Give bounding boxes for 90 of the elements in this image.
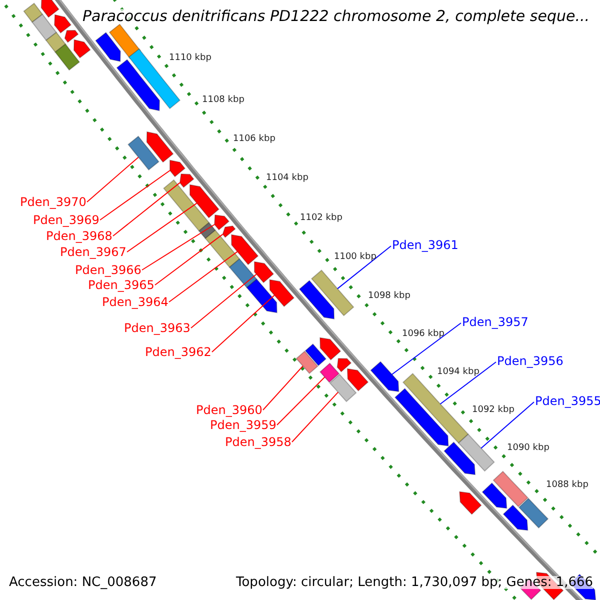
gene-label: Pden_3967 — [60, 246, 126, 258]
leader-line — [440, 362, 496, 404]
leader-line — [292, 392, 339, 442]
scale-label: 1104 kbp — [266, 174, 308, 182]
leader-line — [154, 234, 224, 286]
pointed-gene-block — [95, 32, 121, 62]
pointed-gene-block — [346, 368, 369, 392]
gene-block — [304, 343, 327, 366]
gene-label: Pden_3959 — [210, 419, 276, 431]
pointed-gene-block — [370, 361, 400, 392]
scale-label: 1110 kbp — [169, 54, 212, 62]
pointed-gene-block — [214, 214, 230, 230]
pointed-gene-block — [246, 278, 278, 314]
leader-line — [190, 274, 257, 328]
gene-label: Pden_3962 — [145, 346, 212, 358]
gene-label: Pden_3958 — [225, 436, 292, 448]
gene-block — [319, 362, 340, 383]
pointed-gene-block — [64, 30, 79, 43]
pointed-gene-block — [231, 234, 259, 266]
pointed-gene-block — [73, 39, 91, 58]
gene-block — [108, 24, 141, 60]
scale-label: 1094 kbp — [437, 368, 480, 376]
gene-block — [329, 374, 357, 402]
leader-line — [86, 156, 139, 202]
gene-label: Pden_3970 — [20, 196, 86, 208]
gene-block — [128, 136, 160, 171]
pointed-gene-block — [482, 482, 508, 509]
pointed-gene-block — [169, 160, 186, 178]
scale-label: 1090 kbp — [507, 444, 550, 452]
leader-line — [142, 224, 215, 270]
gene-block — [163, 179, 210, 232]
pointed-gene-block — [179, 173, 194, 188]
pointed-gene-block — [394, 388, 449, 446]
leader-line — [112, 182, 180, 236]
leader-line — [392, 322, 462, 375]
scale-label: 1100 kbp — [334, 252, 376, 262]
pointed-gene-block — [189, 184, 220, 218]
pointed-gene-block — [254, 261, 274, 284]
pointed-gene-block — [444, 442, 476, 476]
gene-block — [492, 470, 529, 508]
scale-label: 1092 kbp — [472, 406, 514, 414]
gene-label: Pden_3961 — [392, 239, 458, 251]
gene-label: Pden_3957 — [462, 316, 528, 328]
gene-block — [54, 43, 80, 71]
leader-line — [168, 251, 238, 302]
pointed-gene-block — [116, 59, 160, 112]
pointed-gene-block — [54, 14, 72, 34]
pointed-gene-block — [459, 491, 482, 515]
pointed-gene-block — [319, 337, 342, 360]
leader-line — [100, 170, 170, 220]
scale-label: 1096 kbp — [402, 330, 444, 338]
gene-block — [310, 270, 354, 316]
pointed-gene-block — [222, 225, 236, 238]
gene-label: Pden_3963 — [124, 322, 190, 334]
footer-text: Accession: NC_008687 — [9, 576, 157, 588]
leader-line — [276, 376, 326, 426]
leader-line — [126, 202, 198, 252]
scale-label: 1106 kbp — [233, 134, 276, 144]
pointed-gene-block — [336, 358, 352, 372]
pointed-gene-block — [269, 279, 295, 308]
leader-line — [212, 294, 275, 352]
scale-label: 1088 kbp — [546, 480, 588, 490]
pointed-gene-block — [146, 131, 174, 163]
gene-label: Pden_3955 — [535, 395, 600, 407]
gene-block — [45, 32, 66, 53]
leader-line — [337, 246, 392, 290]
pointed-gene-block — [502, 504, 528, 531]
footer-text: Topology: circular; Length: 1,730,097 bp; Genes: 1,666 — [236, 576, 594, 588]
gene-block — [296, 350, 318, 374]
gene-block — [458, 434, 495, 472]
pointed-gene-block — [298, 280, 335, 320]
scale-label: 1102 kbp — [300, 214, 342, 222]
scale-label: 1098 kbp — [368, 292, 410, 300]
gene-label: Pden_3966 — [75, 264, 142, 276]
map-title: Paracoccus denitrificans PD1222 chromosome 2, complete seque... — [82, 9, 590, 24]
scale-label: 1108 kbp — [202, 96, 244, 104]
gene-block — [23, 2, 44, 23]
gene-label: Pden_3960 — [196, 404, 262, 416]
gene-label: Pden_3969 — [33, 214, 100, 226]
gene-label: Pden_3956 — [497, 355, 564, 367]
gene-block — [204, 230, 240, 268]
gene-label: Pden_3968 — [46, 230, 112, 242]
gene-block — [32, 14, 58, 41]
gene-label: Pden_3964 — [102, 296, 168, 308]
gene-block — [518, 498, 549, 529]
pointed-gene-block — [40, 0, 60, 18]
leader-line — [480, 402, 534, 449]
gene-label: Pden_3965 — [88, 279, 154, 291]
leader-line — [262, 366, 304, 410]
gene-block — [228, 258, 258, 288]
